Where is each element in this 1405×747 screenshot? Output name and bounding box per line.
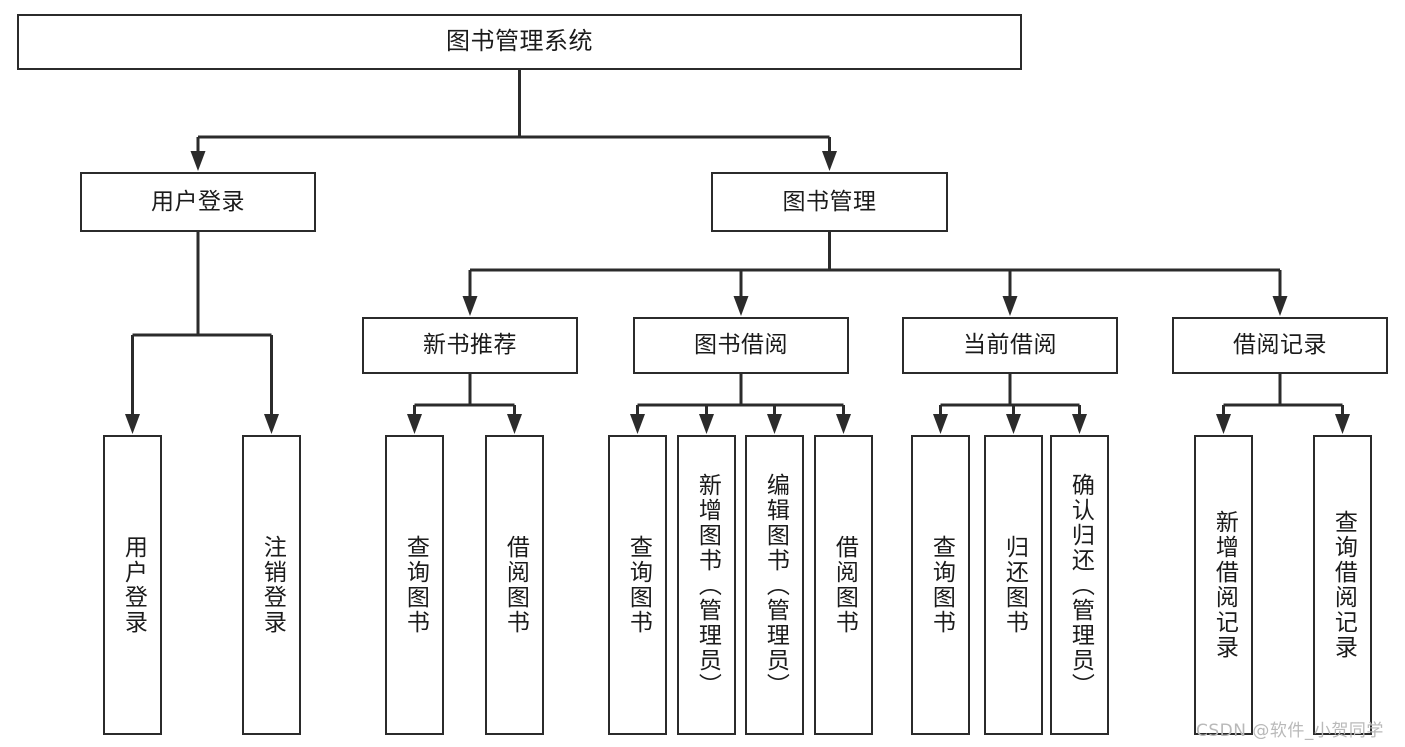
node-label-leaf-user-logout: 注销登录 — [259, 535, 286, 635]
node-label-new-book-rec: 新书推荐 — [423, 332, 517, 359]
node-leaf-return-book[interactable]: 归还图书 — [984, 435, 1043, 735]
node-leaf-query-book-2[interactable]: 查询图书 — [608, 435, 667, 735]
arrowhead-icon — [190, 151, 206, 171]
node-leaf-borrow-book-1[interactable]: 借阅图书 — [485, 435, 544, 735]
arrowhead-icon — [630, 414, 645, 434]
node-leaf-edit-book[interactable]: 编辑图书（管理员） — [745, 435, 804, 735]
node-leaf-user-login[interactable]: 用户登录 — [103, 435, 162, 735]
arrowhead-icon — [1272, 296, 1288, 316]
node-leaf-user-logout[interactable]: 注销登录 — [242, 435, 301, 735]
node-label-user-login: 用户登录 — [151, 188, 245, 215]
node-current-borrow[interactable]: 当前借阅 — [902, 317, 1118, 374]
node-root[interactable]: 图书管理系统 — [17, 14, 1022, 70]
watermark-label: CSDN @软件_小贺同学 — [1196, 721, 1384, 741]
arrowhead-icon — [507, 414, 522, 434]
arrowhead-icon — [1002, 296, 1018, 316]
node-label-borrow-record: 借阅记录 — [1233, 332, 1327, 359]
node-label-book-manage: 图书管理 — [782, 188, 877, 215]
arrowhead-icon — [699, 414, 714, 434]
arrowhead-icon — [1006, 414, 1021, 434]
arrowhead-icon — [462, 296, 478, 316]
node-label-leaf-confirm-return: 确认归还（管理员） — [1067, 472, 1094, 698]
node-label-leaf-return-book: 归还图书 — [1001, 535, 1028, 635]
node-label-leaf-user-login: 用户登录 — [120, 535, 147, 635]
arrowhead-icon — [264, 414, 279, 434]
node-label-current-borrow: 当前借阅 — [963, 332, 1057, 359]
arrowhead-icon — [1335, 414, 1350, 434]
arrowhead-icon — [733, 296, 749, 316]
arrowhead-icon — [1072, 414, 1087, 434]
node-label-leaf-query-book-3: 查询图书 — [928, 535, 955, 635]
arrowhead-icon — [822, 151, 837, 171]
arrowhead-icon — [933, 414, 948, 434]
node-label-leaf-query-book-1: 查询图书 — [402, 535, 429, 635]
node-leaf-add-book[interactable]: 新增图书（管理员） — [677, 435, 736, 735]
node-label-leaf-add-book: 新增图书（管理员） — [694, 472, 721, 698]
node-new-book-rec[interactable]: 新书推荐 — [362, 317, 578, 374]
node-label-book-borrow: 图书借阅 — [694, 332, 788, 359]
node-leaf-query-book-3[interactable]: 查询图书 — [911, 435, 970, 735]
arrowhead-icon — [767, 414, 782, 434]
node-leaf-query-book-1[interactable]: 查询图书 — [385, 435, 444, 735]
node-borrow-record[interactable]: 借阅记录 — [1172, 317, 1388, 374]
node-book-borrow[interactable]: 图书借阅 — [633, 317, 849, 374]
arrowhead-icon — [1216, 414, 1231, 434]
node-label-leaf-query-record: 查询借阅记录 — [1330, 510, 1357, 660]
node-leaf-confirm-return[interactable]: 确认归还（管理员） — [1050, 435, 1109, 735]
node-user-login[interactable]: 用户登录 — [80, 172, 316, 232]
arrowhead-icon — [407, 414, 422, 434]
arrowhead-icon — [836, 414, 851, 434]
node-label-leaf-add-record: 新增借阅记录 — [1211, 510, 1238, 660]
node-leaf-borrow-book-2[interactable]: 借阅图书 — [814, 435, 873, 735]
node-label-leaf-query-book-2: 查询图书 — [625, 535, 652, 635]
node-label-root: 图书管理系统 — [446, 27, 593, 56]
node-label-leaf-edit-book: 编辑图书（管理员） — [762, 472, 789, 698]
node-leaf-add-record[interactable]: 新增借阅记录 — [1194, 435, 1253, 735]
node-leaf-query-record[interactable]: 查询借阅记录 — [1313, 435, 1372, 735]
arrowhead-icon — [125, 414, 140, 434]
node-label-leaf-borrow-book-2: 借阅图书 — [831, 535, 858, 635]
node-book-manage[interactable]: 图书管理 — [711, 172, 948, 232]
node-label-leaf-borrow-book-1: 借阅图书 — [502, 535, 529, 635]
